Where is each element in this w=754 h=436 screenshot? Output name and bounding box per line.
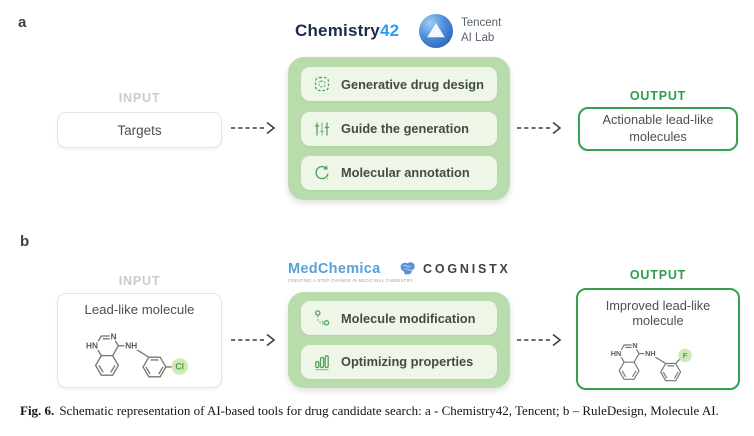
tencent-sphere-icon [419,14,453,48]
chemistry42-logo: Chemistry42 [295,21,399,41]
output-box-b: Improved lead-like molecule HN N NH [576,288,740,390]
chemistry42-wordmark: Chemistry [295,21,380,40]
medchemica-wordmark: MedChemica [288,261,381,277]
atom-label-hn: HN [86,342,98,351]
chemistry42-number: 42 [379,21,400,40]
tencent-line1: Tencent [461,17,502,30]
dashed-arrow-icon [231,121,276,135]
atom-label-n: N [632,341,637,350]
output-label-b: OUTPUT [629,268,687,282]
tool-label: Generative drug design [341,76,484,92]
dashed-arrow-icon [517,121,562,135]
improved-molecule-title: Improved lead-like molecule [605,298,711,329]
tool-label: Optimizing properties [341,354,474,370]
atom-label-hn: HN [611,349,621,358]
output-label-a: OUTPUT [629,89,687,103]
molecule-structure-input: HN N NH Cl [84,331,188,378]
dashed-arrow-icon [231,333,276,347]
atom-label-nh: NH [125,342,137,351]
generative-drug-design-icon [313,75,331,93]
halogen-highlight [678,348,692,362]
tools-panel-a: Generative drug design Guide the generat… [288,57,510,200]
input-label-a: INPUT [118,91,161,105]
tool-pill-guide-the-generation: Guide the generation [301,111,497,146]
atom-label-nh: NH [645,349,655,358]
targets-box-text: Targets [117,122,162,138]
tencent-triangle-icon [427,23,445,38]
molecule-structure-output: HN N NH F [610,339,692,381]
tools-panel-b: Molecule modification Optimizing propert… [288,292,510,388]
medchemica-logo: MedChemica CREATING A STEP CHANGE IN MED… [288,261,413,283]
tencent-ai-lab-logo: Tencent AI Lab [419,14,501,48]
targets-box: Targets [57,112,222,148]
sliders-icon [313,120,331,138]
dashed-arrow-icon [517,333,562,347]
lead-like-molecule-box: Lead-like molecule HN N NH [57,293,222,388]
input-label-b: INPUT [118,274,161,288]
tool-label: Molecule modification [341,310,476,326]
halogen-highlight [170,358,188,375]
caption-text: Schematic representation of AI-based too… [59,403,719,418]
lead-like-molecule-title: Lead-like molecule [84,302,195,317]
tencent-logo-text: Tencent AI Lab [461,16,501,46]
transform-icon [313,309,331,327]
panel-a-label: a [18,14,27,31]
tencent-line2: AI Lab [461,32,495,44]
atom-label-n: N [110,332,116,341]
output-box-a: Actionable lead-like molecules [578,107,738,151]
refresh-icon [313,164,331,182]
tool-label: Guide the generation [341,121,469,136]
output-box-a-text: Actionable lead-like molecules [602,112,714,144]
tool-pill-molecular-annotation: Molecular annotation [301,155,497,190]
tool-pill-generative-drug-design: Generative drug design [301,67,497,102]
cognistx-logo: COGNISTX [399,261,511,276]
atom-label-halogen: Cl [175,361,184,371]
medchemica-tagline: CREATING A STEP CHANGE IN MEDICINAL CHEM… [288,278,413,283]
tool-label: Molecular annotation [341,165,470,181]
bar-chart-icon [313,353,331,371]
brain-icon [400,262,415,275]
figure-caption: Fig. 6. Schematic representation of AI-ba… [20,403,736,419]
caption-prefix: Fig. 6. [20,403,55,418]
cognistx-wordmark: COGNISTX [423,261,511,276]
tool-pill-molecule-modification: Molecule modification [301,301,497,336]
tool-pill-optimizing-properties: Optimizing properties [301,344,497,379]
atom-label-halogen: F [683,351,688,360]
panel-b-label: b [20,233,30,250]
